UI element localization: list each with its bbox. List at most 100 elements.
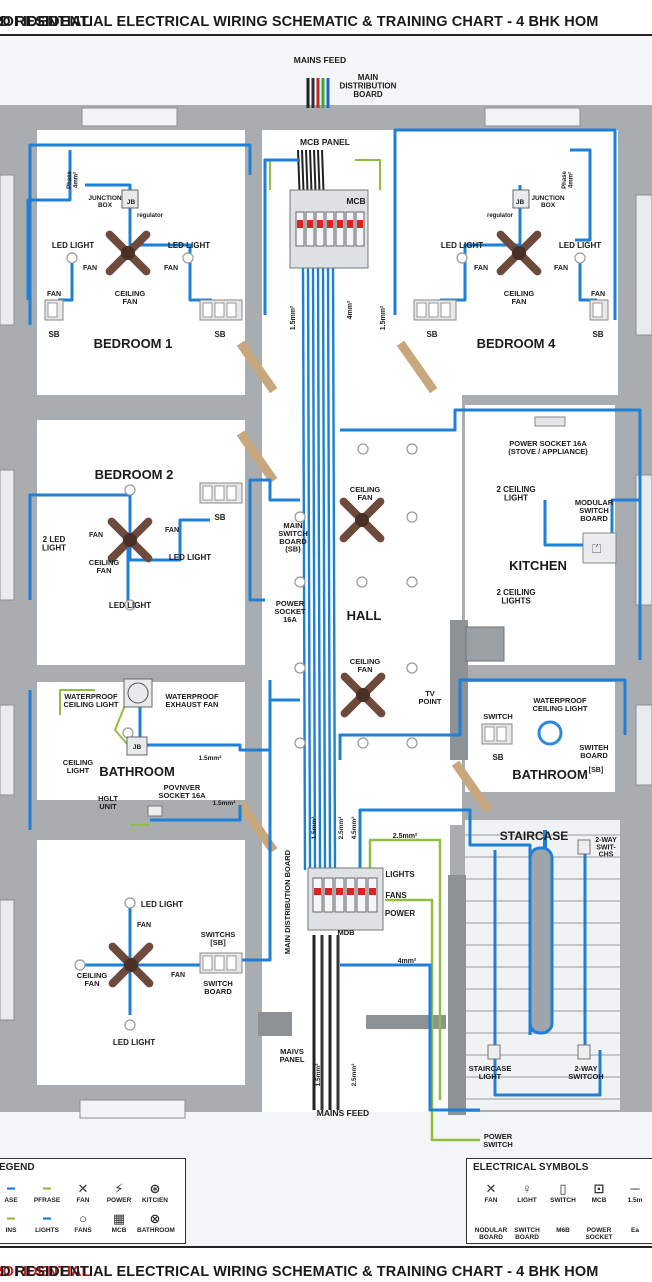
legend-cell: ⊗BATHROOM: [137, 1211, 175, 1234]
window-5: [635, 474, 652, 606]
label-text: LED LIGHT: [169, 553, 211, 562]
label-text: 1.5mm²: [290, 305, 297, 330]
legend-cell: Ea: [617, 1211, 652, 1234]
label-text: BOARD: [353, 90, 383, 99]
legend-label: MCB: [111, 1227, 127, 1234]
label-text: SWITCH: [203, 979, 233, 988]
label-text: SOCKET 16A: [158, 791, 206, 800]
legend-panel: EGEND ━ASE━PFRASE✕FAN⚡POWER⊛KITCIEN━INS━…: [0, 1158, 186, 1244]
label-text: BEDROOM 4: [477, 336, 557, 351]
label-text: JB: [516, 199, 525, 206]
legend-cell: ─1.5m: [617, 1181, 652, 1204]
label-text: JUNCTION: [88, 195, 122, 202]
label-text: CEILING: [115, 289, 146, 298]
b4-switch-board-key-0: [416, 302, 427, 318]
mains-panel-stub: [258, 1012, 292, 1036]
label-text: 1.5mm²: [315, 1063, 322, 1087]
mcb-toggle-0: [297, 220, 303, 228]
label-text: BATHROOM: [512, 767, 588, 782]
b1-jb-box: [121, 189, 139, 209]
mcb-toggle-3: [327, 220, 333, 228]
label-text: [SB]: [210, 938, 226, 947]
light-icon: ♀: [522, 1181, 532, 1196]
label-text: SWITCH: [278, 529, 308, 538]
mdb-toggle-5: [369, 888, 376, 895]
kitchen-modular-switch-board: [582, 532, 617, 564]
b4-right: [570, 148, 592, 242]
hglt-socket: [147, 805, 163, 817]
fixture-10-light-icon: [357, 443, 369, 455]
label-text: SWITEH: [579, 743, 608, 752]
exhaust-fan-icon: [123, 678, 153, 708]
b4-jb-box: [512, 189, 530, 209]
wire-icon: ─: [630, 1181, 640, 1196]
door-2: [236, 800, 278, 854]
label-text: LIGHT: [67, 766, 90, 775]
label-labels-b4_fan_right: FAN: [554, 265, 568, 272]
label-text: JB: [127, 199, 136, 206]
label-text: FAN: [85, 979, 100, 988]
door-3: [396, 340, 438, 394]
window-6: [635, 704, 652, 786]
board-icon: [473, 1211, 509, 1227]
legend-cell: ▦MCB: [101, 1211, 137, 1234]
label-text: LED LIGHT: [168, 241, 210, 250]
line-blue-icon: ━: [7, 1181, 15, 1196]
label-text: JB: [133, 744, 142, 751]
legend-label: POWER: [106, 1197, 132, 1204]
label-labels-kitchen_socket: POWER SOCKET 16A(STOVE / APPLIANCE): [508, 439, 588, 456]
mcb-breaker-2: [315, 211, 325, 247]
label-text: BATHROOM: [99, 764, 175, 779]
label-text: FAN: [474, 265, 488, 272]
label-text: CEILING: [89, 558, 120, 567]
label-text: LED LIGHT: [559, 241, 601, 250]
mcb-icon: ▦: [112, 1211, 126, 1226]
label-text: CEILING: [63, 758, 94, 767]
legend-cell: ▯SWITCH: [545, 1181, 581, 1204]
mcb-breaker-3: [325, 211, 335, 247]
b4-ring: [393, 128, 617, 320]
label-text: SB: [214, 330, 225, 339]
b3-fan-icon: [124, 958, 138, 972]
label-text: CEILING: [350, 657, 381, 666]
label-labels-wire_mdb_25: 2.5mm²: [338, 816, 345, 840]
label-text: POWER SOCKET 16A: [509, 439, 587, 448]
kitchen-socket-glyph: ⏍: [592, 542, 601, 556]
window-0: [0, 174, 15, 326]
label-text: MAIN DISTRIBUTION BOARD: [283, 849, 292, 954]
label-text: HALL: [347, 608, 382, 623]
label-text: 4mm²: [72, 172, 79, 188]
label-labels-bath2_name: BATHROOM: [512, 767, 588, 782]
label-text: SB: [214, 513, 225, 522]
top-window-1: [484, 107, 581, 127]
legend-cell: ━PFRASE: [29, 1181, 65, 1204]
legend-cell: NODULAR BOARD: [473, 1211, 509, 1241]
label-text: SWITCH: [579, 506, 609, 515]
label-text: HGLT: [98, 794, 118, 803]
mcb-breaker-1: [305, 211, 315, 247]
fixture-18-light-icon: [406, 662, 418, 674]
fixture-12-light-icon: [294, 511, 306, 523]
fixture-21-light-icon: [357, 737, 369, 749]
main-riser-1: [306, 264, 312, 871]
symbols-panel: ELECTRICAL SYMBOLS ✕FAN♀LIGHT▯SWITCH⊡MCB…: [466, 1158, 652, 1244]
label-text: FAN: [47, 291, 61, 298]
legend-label: PFRASE: [33, 1197, 61, 1204]
label-labels-b4_sb_right: SB: [592, 330, 603, 339]
label-text: TV: [425, 689, 435, 698]
b1-switch-board-key-2: [226, 302, 237, 318]
window-4: [635, 194, 652, 336]
label-text: 4.5mm²: [351, 816, 358, 840]
label-text: PANEL: [280, 1055, 305, 1064]
label-labels-mdb: MDB: [337, 928, 355, 937]
socket-icon: [581, 1211, 617, 1227]
legend-cell: ♀LIGHT: [509, 1181, 545, 1204]
label-text: EXHAUST FAN: [166, 700, 219, 709]
label-text: BOX: [98, 202, 113, 209]
